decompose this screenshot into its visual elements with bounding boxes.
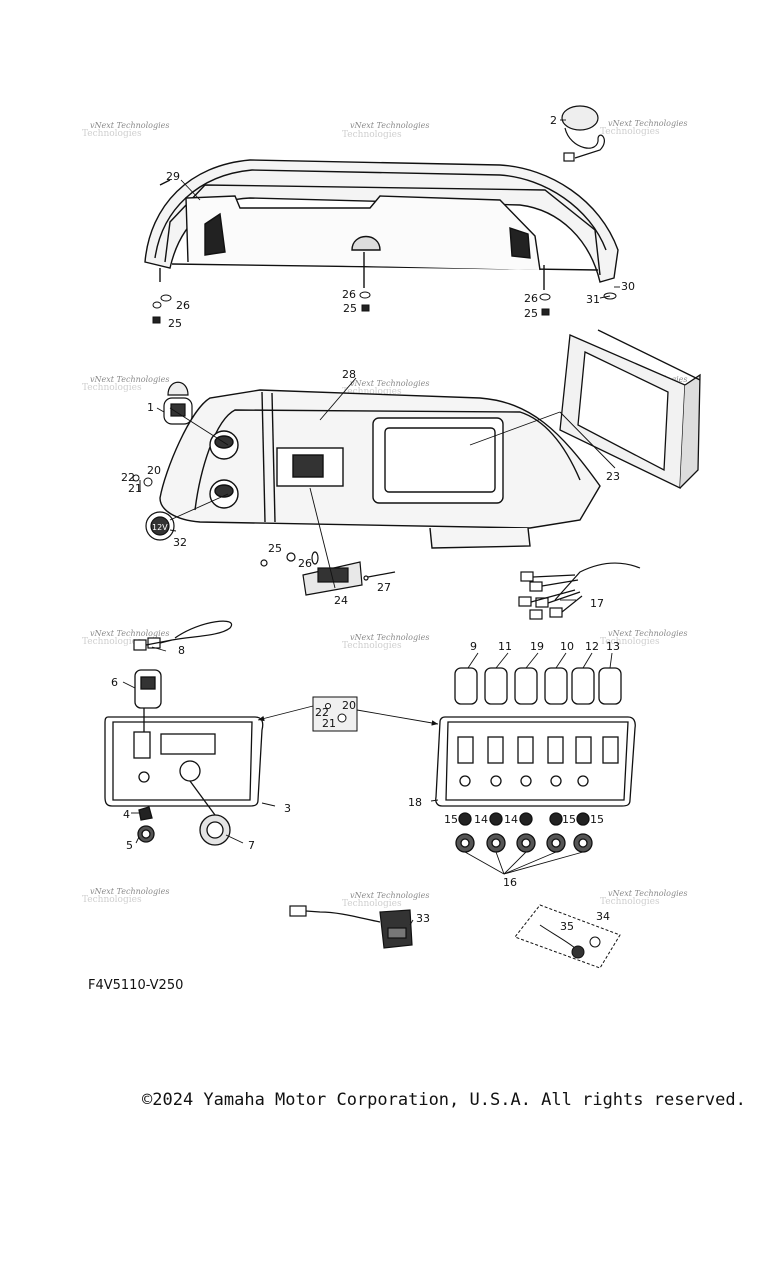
callout-26: 26 [298, 557, 312, 570]
watermark-shadow: Technologies [600, 637, 660, 647]
callout-25: 25 [343, 302, 357, 315]
copyright-notice: ©2024 Yamaha Motor Corporation, U.S.A. A… [142, 1090, 746, 1110]
callout-25: 25 [268, 542, 282, 555]
watermark-text: vNext Technologies [350, 891, 429, 900]
callout-2: 2 [550, 114, 557, 127]
callout-14: 14 [504, 813, 518, 826]
watermark-shadow: Technologies [82, 895, 142, 905]
watermark-text: vNext Technologies [90, 121, 169, 130]
watermark-text: vNext Technologies [90, 887, 169, 896]
callout-24: 24 [334, 594, 348, 607]
callout-35: 35 [560, 920, 574, 933]
callout-26: 26 [342, 288, 356, 301]
callout-14: 14 [474, 813, 488, 826]
callout-31: 31 [586, 293, 600, 306]
callout-22: 22 [315, 706, 329, 719]
callout-30: 30 [621, 280, 635, 293]
gps-antenna [561, 105, 605, 162]
callout-19: 19 [530, 640, 544, 653]
right-switch-panel [435, 667, 636, 853]
callout-1: 1 [147, 401, 154, 414]
callout-22: 22 [121, 471, 135, 484]
callout-15: 15 [444, 813, 458, 826]
diagram-code: F4V5110-V250 [88, 978, 184, 993]
callout-labels: 1 2 3 4 5 6 7 8 9 10 11 12 13 14 14 15 1… [111, 114, 635, 933]
watermark-group: Technologies vNext Technologies Technolo… [82, 119, 687, 909]
callout-4: 4 [123, 808, 130, 821]
watermark-shadow: Technologies [342, 641, 402, 651]
washer-nut-set [152, 291, 617, 324]
multifunction-display-unit [559, 329, 701, 490]
watermark-shadow: Technologies [82, 129, 142, 139]
wire-harness [518, 562, 641, 620]
watermark-shadow: Technologies [342, 387, 402, 397]
callout-6: 6 [111, 676, 118, 689]
watermark-shadow: Technologies [342, 899, 402, 909]
callout-20: 20 [342, 699, 356, 712]
watermark-shadow: Technologies [342, 130, 402, 140]
callout-17: 17 [590, 597, 604, 610]
callout-32: 32 [173, 536, 187, 549]
fastener-detail-box [312, 696, 358, 732]
watermark-text: vNext Technologies [608, 889, 687, 898]
small-harness [133, 620, 233, 651]
callout-3: 3 [284, 802, 291, 815]
callout-11: 11 [498, 640, 512, 653]
callout-26: 26 [176, 299, 190, 312]
callout-28: 28 [342, 368, 356, 381]
exploded-parts-diagram: Technologies vNext Technologies Technolo… [82, 105, 701, 969]
watermark-shadow: Technologies [600, 127, 660, 137]
watermark-text: vNext Technologies [608, 119, 687, 128]
callout-9: 9 [470, 640, 477, 653]
socket-12v-label: 12V [152, 523, 168, 532]
callout-15: 15 [590, 813, 604, 826]
callout-27: 27 [377, 581, 391, 594]
watermark-text: vNext Technologies [350, 633, 429, 642]
callout-16: 16 [503, 876, 517, 889]
callout-25: 25 [168, 317, 182, 330]
watermark-shadow: Technologies [82, 383, 142, 393]
plug-connector [289, 905, 413, 949]
callout-21: 21 [128, 482, 142, 495]
watermark-shadow: Technologies [82, 637, 142, 647]
fastener-set [132, 474, 153, 492]
callout-20: 20 [147, 464, 161, 477]
upper-cowl-frame [144, 159, 619, 290]
callout-21: 21 [322, 717, 336, 730]
callout-10: 10 [560, 640, 574, 653]
watermark-text: vNext Technologies [350, 121, 429, 130]
callout-12: 12 [585, 640, 599, 653]
callout-33: 33 [416, 912, 430, 925]
watermark-shadow: Technologies [600, 897, 660, 907]
callout-34: 34 [596, 910, 610, 923]
kit-box [514, 904, 621, 969]
watermark-text: vNext Technologies [350, 379, 429, 388]
watermark-text: vNext Technologies [90, 375, 169, 384]
callout-23: 23 [606, 470, 620, 483]
callout-13: 13 [606, 640, 620, 653]
callout-8: 8 [178, 644, 185, 657]
watermark-text: vNext Technologies [608, 629, 687, 638]
dash-panel [159, 389, 601, 549]
callout-15: 15 [562, 813, 576, 826]
usb-socket [163, 381, 193, 425]
callout-26: 26 [524, 292, 538, 305]
socket-12v: 12V [145, 511, 175, 541]
watermark-text: vNext Technologies [90, 629, 169, 638]
callout-18: 18 [408, 796, 422, 809]
callout-7: 7 [248, 839, 255, 852]
leader-lines [122, 119, 620, 926]
callout-25: 25 [524, 307, 538, 320]
callout-5: 5 [126, 839, 133, 852]
left-switch-panel [104, 669, 264, 846]
callout-29: 29 [166, 170, 180, 183]
